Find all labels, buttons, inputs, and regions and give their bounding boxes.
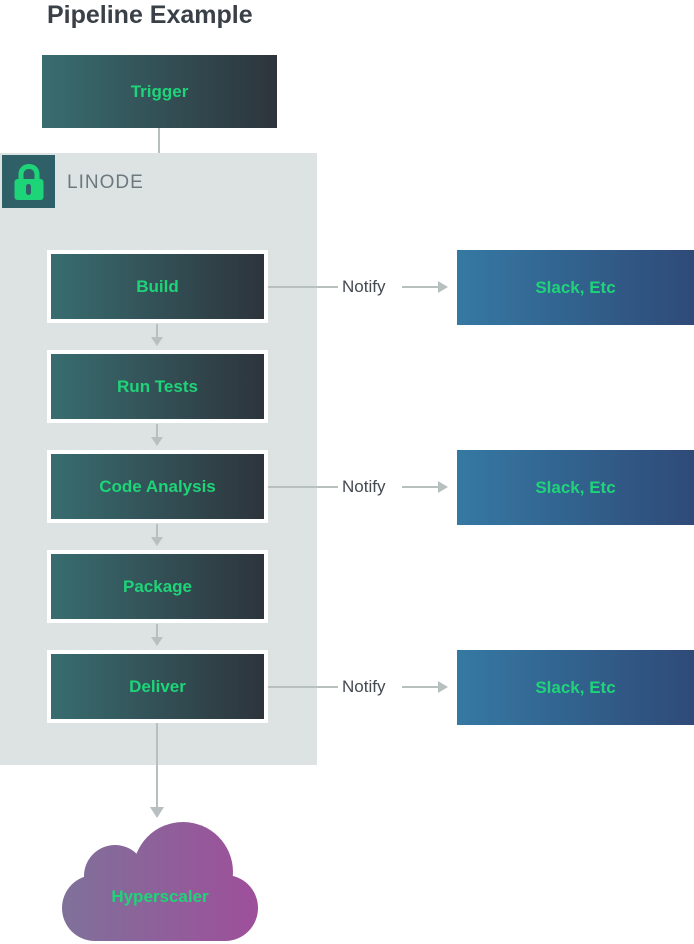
arrow-down-icon — [151, 637, 163, 646]
slack-label: Slack, Etc — [535, 477, 616, 497]
arrow-deliver-to-hyperscaler — [156, 723, 158, 807]
cloud-icon — [62, 822, 258, 941]
slack-node-build: Slack, Etc — [457, 250, 694, 325]
notify-label: Notify — [342, 277, 386, 296]
arrow-package-to-deliver — [156, 624, 158, 637]
arrow-right-icon — [438, 681, 448, 693]
stage-label: Code Analysis — [99, 476, 216, 496]
notify-line-build — [268, 286, 338, 288]
notify-line-deliver — [268, 686, 338, 688]
slack-label: Slack, Etc — [535, 677, 616, 697]
slack-node-codeanalysis: Slack, Etc — [457, 450, 694, 525]
stage-node-code-analysis: Code Analysis — [47, 450, 268, 523]
notify-label: Notify — [342, 477, 386, 496]
arrow-down-icon — [151, 437, 163, 446]
notify-arrow-codeanalysis — [402, 486, 438, 488]
arrow-runtests-to-codeanalysis — [156, 424, 158, 437]
notify-label: Notify — [342, 677, 386, 696]
stage-label: Build — [136, 276, 179, 296]
arrow-codeanalysis-to-package — [156, 524, 158, 537]
linode-zone-label: LINODE — [67, 172, 144, 193]
slack-node-deliver: Slack, Etc — [457, 650, 694, 725]
arrow-down-icon — [151, 537, 163, 546]
notify-arrow-build — [402, 286, 438, 288]
notify-arrow-deliver — [402, 686, 438, 688]
stage-node-package: Package — [47, 550, 268, 623]
stage-node-build: Build — [47, 250, 268, 323]
slack-label: Slack, Etc — [535, 277, 616, 297]
stage-label: Package — [123, 576, 192, 596]
hyperscaler-cloud — [62, 822, 258, 941]
stage-node-deliver: Deliver — [47, 650, 268, 723]
arrow-right-icon — [438, 481, 448, 493]
stage-label: Deliver — [129, 676, 186, 696]
trigger-label: Trigger — [130, 81, 189, 101]
page-title: Pipeline Example — [47, 1, 253, 29]
arrow-right-icon — [438, 281, 448, 293]
stage-label: Run Tests — [117, 376, 198, 396]
trigger-node: Trigger — [42, 55, 277, 128]
arrow-down-icon — [150, 807, 164, 818]
stage-node-run-tests: Run Tests — [47, 350, 268, 423]
arrow-build-to-runtests — [156, 324, 158, 337]
hyperscaler-label: Hyperscaler — [111, 887, 209, 906]
notify-line-codeanalysis — [268, 486, 338, 488]
lock-icon — [2, 155, 55, 208]
arrow-down-icon — [151, 337, 163, 346]
